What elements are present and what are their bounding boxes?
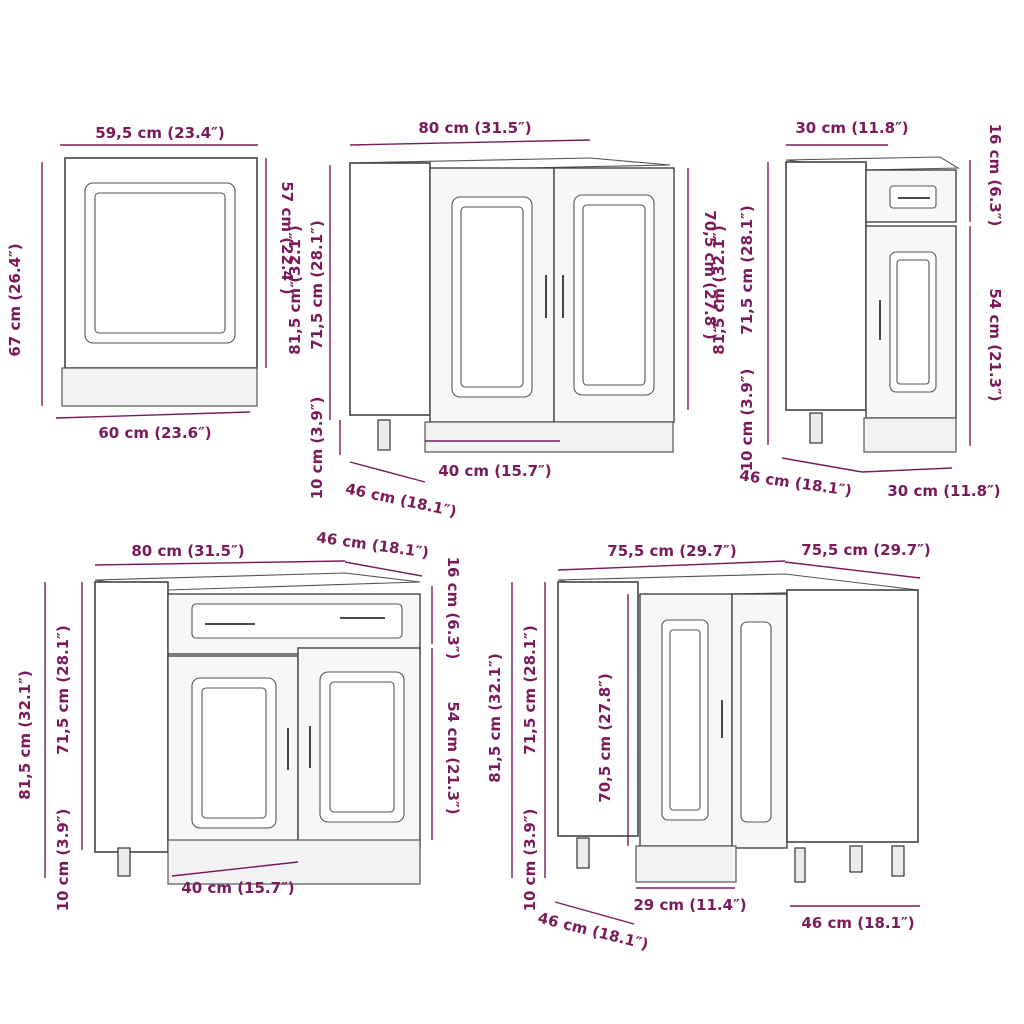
dim-line-sink-width bbox=[349, 139, 591, 146]
narrow-cabinet-height-total-label: 81,5 cm (32.1″) bbox=[710, 225, 728, 354]
sink-cabinet-depth-label: 46 cm (18.1″) bbox=[344, 480, 459, 521]
dim-line-drawer-depth bbox=[344, 561, 423, 577]
narrow-cabinet-figure bbox=[767, 144, 971, 473]
drawer-front-frame bbox=[191, 603, 403, 639]
corner-door-side-frame bbox=[740, 621, 772, 823]
sink-cabinet-width-label: 80 cm (31.5″) bbox=[418, 119, 531, 137]
narrow-cabinet-side bbox=[785, 161, 867, 411]
corner-cabinet-leg-back bbox=[891, 845, 905, 877]
narrow-door-inset bbox=[896, 259, 930, 385]
drawer-cabinet-leg bbox=[117, 847, 131, 877]
door-panel-plinth bbox=[61, 367, 258, 407]
corner-cabinet-door-label: 70,5 cm (27.8″) bbox=[596, 673, 614, 802]
narrow-cabinet-leg-label: 10 cm (3.9″) bbox=[738, 369, 756, 472]
dim-line-drawer-width bbox=[94, 560, 346, 566]
corner-cabinet-right-side bbox=[786, 589, 919, 843]
door-panel-width-bottom-label: 60 cm (23.6″) bbox=[98, 424, 211, 442]
corner-door-front-inset bbox=[669, 629, 701, 811]
corner-cabinet-leg-label: 10 cm (3.9″) bbox=[521, 809, 539, 912]
drawer-cabinet-leg-label: 10 cm (3.9″) bbox=[54, 809, 72, 912]
drawer-cabinet-drawer-label: 16 cm (6.3″) bbox=[444, 557, 462, 660]
dim-line-corner-depth-left bbox=[554, 901, 635, 925]
corner-cabinet-depth-right-label: 46 cm (18.1″) bbox=[801, 914, 914, 932]
corner-cabinet-depth-left-label: 46 cm (18.1″) bbox=[536, 909, 650, 954]
narrow-drawer-handle-frame bbox=[889, 185, 937, 209]
drawer-cabinet-height-total-label: 81,5 cm (32.1″) bbox=[16, 670, 34, 799]
sink-cabinet-height-total-label: 81,5 cm (32.1″) bbox=[286, 225, 304, 354]
dim-line-corner-width-side bbox=[784, 561, 921, 579]
sink-cabinet-plinth bbox=[424, 421, 674, 453]
drawer-cabinet-depth-label: 46 cm (18.1″) bbox=[315, 528, 430, 562]
corner-cabinet-width-side-label: 75,5 cm (29.7″) bbox=[801, 541, 930, 559]
corner-cabinet-plinth-label: 29 cm (11.4″) bbox=[633, 896, 746, 914]
drawer-cabinet-figure bbox=[44, 560, 433, 885]
corner-cabinet-left-side bbox=[557, 581, 639, 837]
corner-cabinet-leg-right bbox=[849, 845, 863, 873]
drawer-cabinet-door-label: 54 cm (21.3″) bbox=[444, 701, 462, 814]
drawer-cabinet-width-label: 80 cm (31.5″) bbox=[131, 542, 244, 560]
sink-cabinet-height-body-label: 71,5 cm (28.1″) bbox=[308, 220, 326, 349]
door-panel-inner-frame bbox=[94, 192, 226, 334]
door-panel-height-door-label: 57 cm (22.4″) bbox=[278, 181, 296, 294]
door-panel-figure bbox=[41, 144, 267, 419]
narrow-cabinet-height-body-label: 71,5 cm (28.1″) bbox=[738, 205, 756, 334]
dim-line-sink-depth bbox=[349, 461, 426, 483]
corner-cabinet-plinth bbox=[635, 845, 737, 883]
corner-cabinet-width-front-label: 75,5 cm (29.7″) bbox=[607, 542, 736, 560]
sink-cabinet-side bbox=[349, 162, 431, 416]
narrow-cabinet-drawer-label: 16 cm (6.3″) bbox=[986, 124, 1004, 227]
corner-cabinet-leg-left bbox=[576, 837, 590, 869]
drawer-cabinet-side bbox=[94, 581, 169, 853]
narrow-cabinet-base-label: 30 cm (11.8″) bbox=[887, 482, 1000, 500]
narrow-cabinet-plinth bbox=[863, 417, 957, 453]
drawer-cabinet-height-body-label: 71,5 cm (28.1″) bbox=[54, 625, 72, 754]
corner-cabinet-figure bbox=[511, 560, 921, 925]
sink-cabinet-figure bbox=[329, 139, 689, 483]
sink-cabinet-leg-height-label: 10 cm (3.9″) bbox=[308, 397, 326, 500]
door-panel-height-total-label: 67 cm (26.4″) bbox=[6, 243, 24, 356]
sink-cabinet-plinth-label: 40 cm (15.7″) bbox=[438, 462, 551, 480]
narrow-cabinet-width-label: 30 cm (11.8″) bbox=[795, 119, 908, 137]
dim-line-door-width-bottom bbox=[55, 411, 251, 419]
sink-cabinet-door-height-label: 70,5 cm (27.8″) bbox=[701, 210, 719, 339]
narrow-cabinet-depth-label: 46 cm (18.1″) bbox=[738, 466, 853, 500]
drawer-door-left-inset bbox=[201, 687, 267, 819]
drawer-cabinet-plinth-label: 40 cm (15.7″) bbox=[181, 879, 294, 897]
corner-cabinet-height-total-label: 81,5 cm (32.1″) bbox=[486, 653, 504, 782]
dim-line-narrow-base bbox=[861, 467, 953, 473]
drawer-door-right-inset bbox=[329, 681, 395, 813]
dim-line-drawer-plinth bbox=[171, 861, 299, 877]
dim-line-corner-width-front bbox=[557, 560, 786, 571]
sink-cabinet-leg bbox=[377, 419, 391, 451]
narrow-cabinet-door-label: 54 cm (21.3″) bbox=[986, 288, 1004, 401]
door-panel-width-top-label: 59,5 cm (23.4″) bbox=[95, 124, 224, 142]
dim-line-narrow-depth bbox=[781, 457, 863, 473]
sink-door-left-inset bbox=[460, 206, 524, 388]
corner-cabinet-leg-mid bbox=[794, 847, 806, 883]
corner-cabinet-height-body-label: 71,5 cm (28.1″) bbox=[521, 625, 539, 754]
narrow-cabinet-leg bbox=[809, 412, 823, 444]
sink-door-right-inset bbox=[582, 204, 646, 386]
